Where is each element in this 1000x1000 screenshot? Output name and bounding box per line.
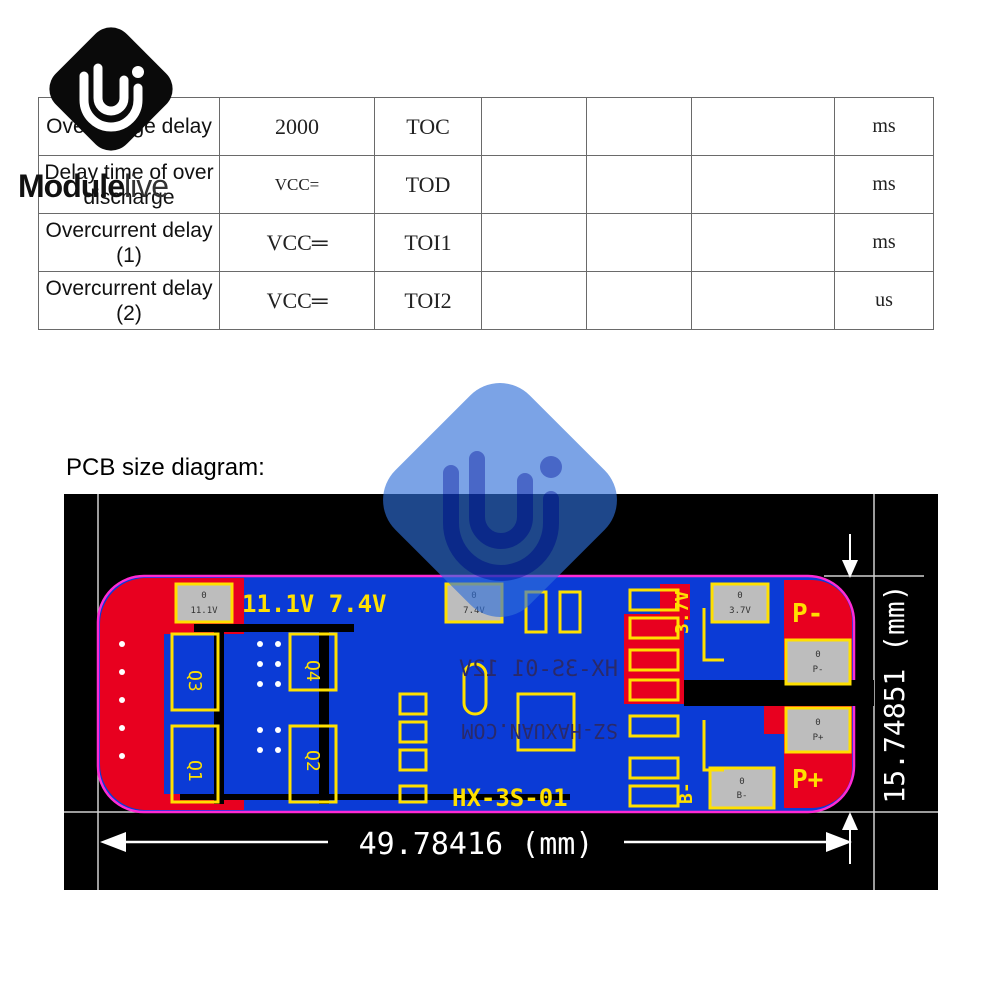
watermark-logo-icon <box>383 383 617 617</box>
silk-b-minus: B- <box>676 782 697 804</box>
brand-wordmark: Modulelive <box>18 168 169 205</box>
pad-p-plus: 0 P+ <box>784 706 852 754</box>
table-row: Overcurrent delay (1) VCC═ TOI1 ms <box>38 213 934 272</box>
empty-cell <box>691 155 835 214</box>
silk-p-plus: P+ <box>792 765 823 795</box>
svg-text:0: 0 <box>815 718 820 728</box>
svg-text:11.1V: 11.1V <box>190 606 218 616</box>
svg-text:P+: P+ <box>813 733 824 743</box>
silk-voltages: 11.1V 7.4V <box>242 590 387 618</box>
silk-board-name: HX-3S-01 <box>452 784 568 812</box>
param-unit: us <box>834 271 934 330</box>
empty-cell <box>586 97 692 156</box>
pad-37v: 0 3.7V <box>710 582 770 624</box>
height-label: 15.74851 (mm) <box>878 584 911 803</box>
pad-111v: 0 11.1V <box>174 582 234 624</box>
svg-text:0: 0 <box>737 591 742 601</box>
svg-text:0: 0 <box>815 650 820 660</box>
param-symbol: TOC <box>374 97 482 156</box>
param-condition: VCC═ <box>219 271 375 330</box>
pcb-size-diagram: 0 11.1V 0 7.4V 0 3.7V 0 P- 0 P+ 0 B- <box>64 494 938 890</box>
diagram-caption: PCB size diagram: <box>66 454 265 481</box>
width-label: 49.78416 (mm) <box>359 827 594 862</box>
param-unit: ms <box>834 97 934 156</box>
empty-cell <box>481 155 587 214</box>
param-name: Overcurrent delay (2) <box>38 271 220 330</box>
param-unit: ms <box>834 213 934 272</box>
empty-cell <box>586 213 692 272</box>
label-q3: Q3 <box>184 670 205 692</box>
table-row: Overcurrent delay (2) VCC═ TOI2 us <box>38 271 934 330</box>
empty-cell <box>481 97 587 156</box>
table-row: Delay time of over discharge VCC= TOD ms <box>38 155 934 214</box>
height-dimension <box>842 534 858 864</box>
pad-p-minus: 0 P- <box>784 638 852 686</box>
svg-text:P-: P- <box>813 665 824 675</box>
pad-b-minus: 0 B- <box>708 766 776 810</box>
silk-37v: 3.7V <box>672 590 693 634</box>
param-condition: 2000 <box>219 97 375 156</box>
param-symbol: TOI1 <box>374 213 482 272</box>
param-condition: VCC═ <box>219 213 375 272</box>
svg-text:0: 0 <box>739 777 744 787</box>
brand-wordmark-part1: Module <box>18 168 125 204</box>
svg-text:7.4V: 7.4V <box>463 606 485 616</box>
label-q2: Q2 <box>302 750 323 772</box>
label-q4: Q4 <box>302 660 323 682</box>
label-q1: Q1 <box>184 760 205 782</box>
empty-cell <box>691 97 835 156</box>
table-row: Overcharge delay 2000 TOC ms <box>38 97 934 156</box>
param-unit: ms <box>834 155 934 214</box>
param-symbol: TOD <box>374 155 482 214</box>
param-name: Overcurrent delay (1) <box>38 213 220 272</box>
param-name: Delay time of over discharge <box>38 155 220 214</box>
empty-cell <box>691 213 835 272</box>
brand-wordmark-part2: live <box>123 168 169 204</box>
empty-cell <box>586 271 692 330</box>
param-symbol: TOI2 <box>374 271 482 330</box>
empty-cell <box>481 213 587 272</box>
silk-p-minus: P- <box>792 599 823 629</box>
silk-mirrored-url: SZ-HAXUAN.COM <box>461 719 618 743</box>
empty-cell <box>481 271 587 330</box>
svg-text:3.7V: 3.7V <box>729 606 751 616</box>
spec-table: Overcharge delay 2000 TOC ms Delay time … <box>38 97 934 330</box>
silk-mirrored-name: HX-3S-01 12V <box>459 657 618 682</box>
empty-cell <box>691 271 835 330</box>
svg-text:0: 0 <box>201 591 206 601</box>
brand-logo-icon <box>49 27 173 151</box>
svg-text:B-: B- <box>737 791 748 801</box>
empty-cell <box>586 155 692 214</box>
param-condition: VCC= <box>219 155 375 214</box>
